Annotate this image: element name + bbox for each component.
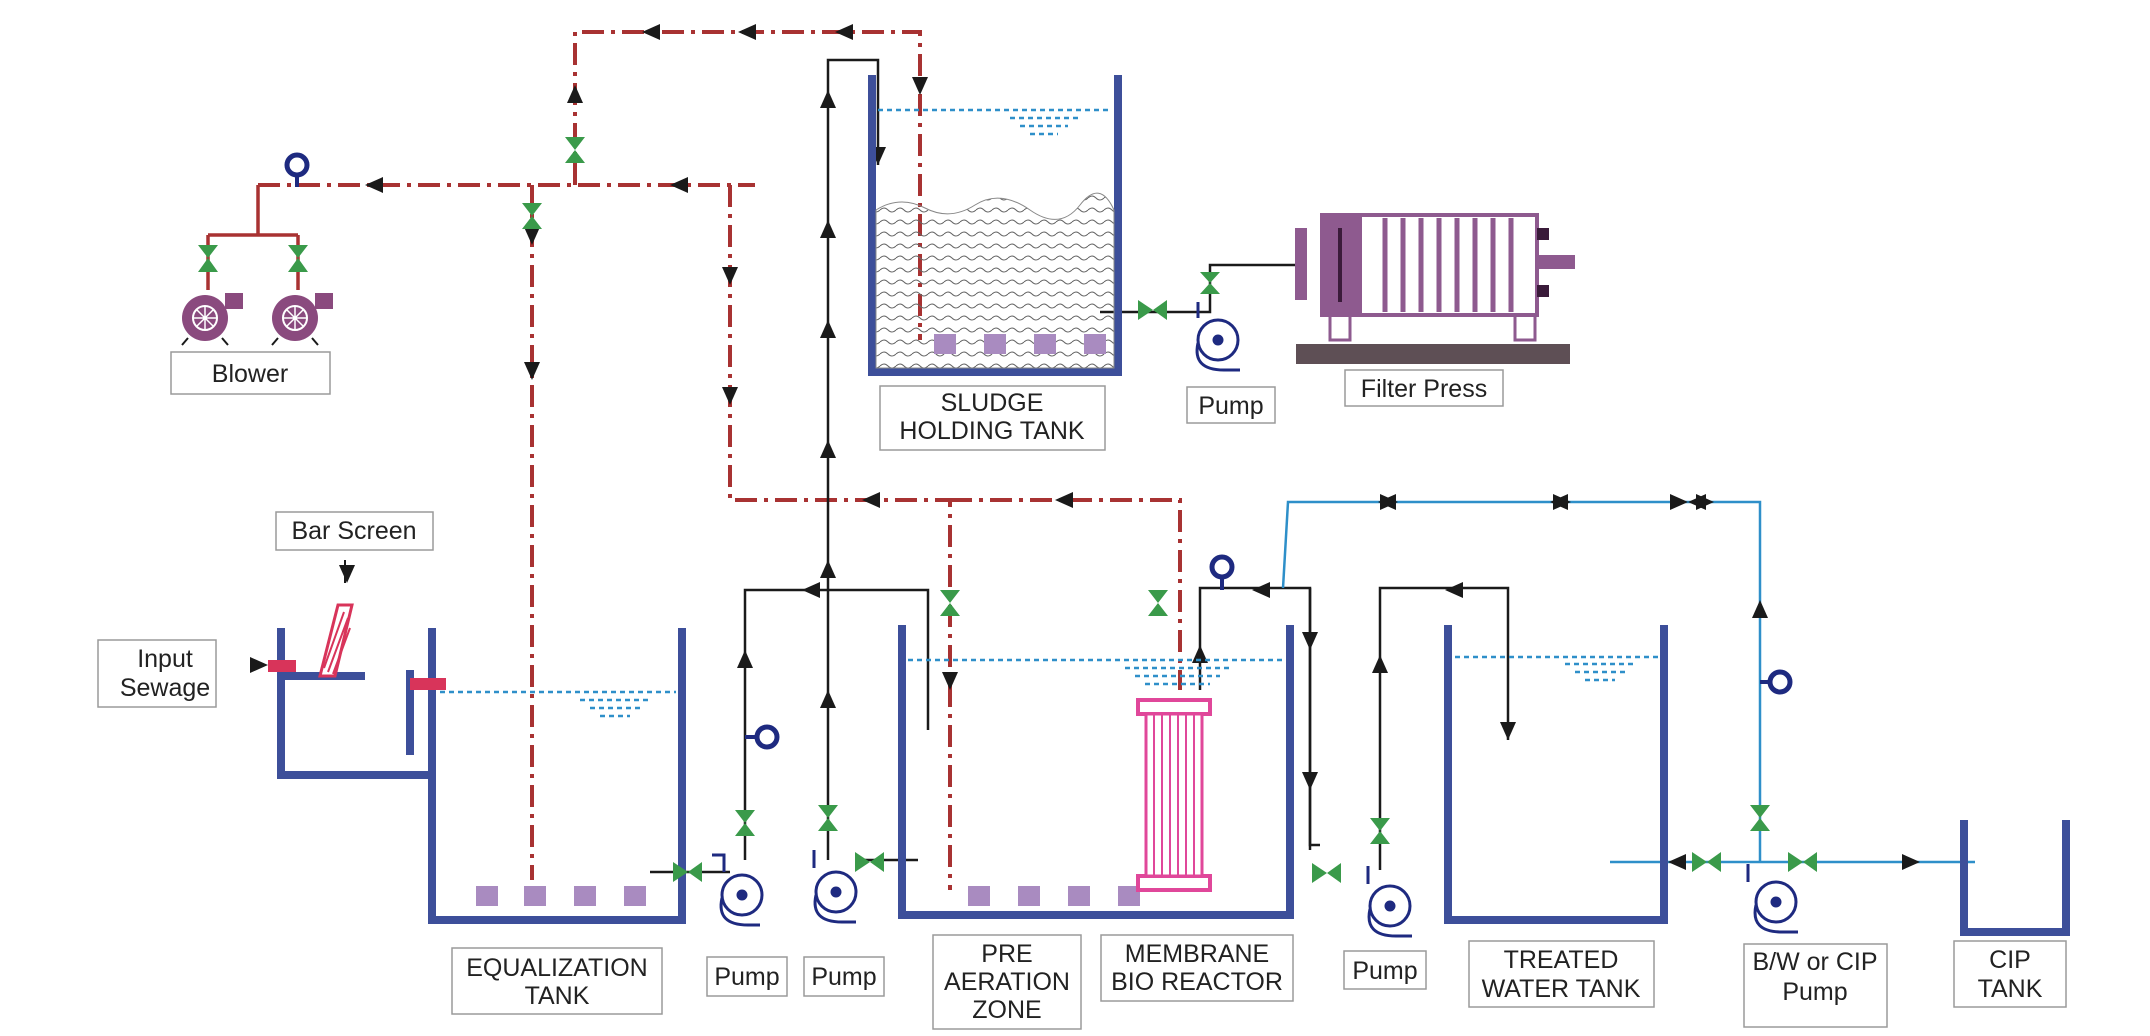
- valves: [198, 137, 1817, 883]
- label-filter-press: Filter Press: [1344, 369, 1504, 407]
- pump-1-label: Pump: [714, 963, 779, 991]
- pressure-gauges: [284, 152, 1793, 750]
- blower-2: [271, 293, 333, 346]
- label-pump-2: Pump: [803, 956, 885, 997]
- blower-branch: [206, 185, 300, 290]
- pump-bwcip: [1746, 864, 1798, 934]
- sludge-layer: [875, 192, 1115, 369]
- pump-mbr-label: Pump: [1352, 957, 1417, 985]
- water-lines: [1281, 500, 1975, 864]
- cip-label-line2: TANK: [1978, 975, 2043, 1003]
- pump-sludge: [1195, 302, 1240, 372]
- pre-aeration-label-line3: ZONE: [972, 996, 1041, 1024]
- label-bwcip-pump: B/W or CIP Pump: [1743, 943, 1888, 1028]
- sludge-label-line1: SLUDGE: [941, 389, 1044, 417]
- gauge-stems: [295, 175, 1770, 739]
- water-levels: [440, 108, 1658, 718]
- bwcip-label-line1: B/W or CIP: [1752, 948, 1877, 976]
- treated-label-line1: TREATED: [1504, 946, 1619, 974]
- pump-eq-2: [812, 850, 858, 924]
- equalization-label-line2: TANK: [525, 982, 590, 1010]
- flow-arrows: [250, 24, 1920, 870]
- label-cip-tank: CIP TANK: [1953, 940, 2067, 1008]
- label-bar-screen: Bar Screen: [275, 511, 434, 551]
- mbr-label-line2: BIO REACTOR: [1111, 968, 1283, 996]
- diffusers: [476, 334, 1140, 906]
- label-treated-water-tank: TREATED WATER TANK: [1468, 940, 1655, 1008]
- pump-eq-1: [712, 853, 764, 927]
- equalization-label-line1: EQUALIZATION: [466, 954, 648, 982]
- label-pump-mbr: Pump: [1343, 950, 1427, 990]
- pump-sludge-label: Pump: [1198, 392, 1263, 420]
- pump-2-label: Pump: [811, 963, 876, 991]
- label-pump-sludge: Pump: [1186, 386, 1276, 424]
- pre-aeration-label-line1: PRE: [981, 940, 1032, 968]
- sludge-label-line2: HOLDING TANK: [899, 417, 1085, 445]
- blower-1: [181, 293, 243, 346]
- cip-label-line1: CIP: [1989, 946, 2031, 974]
- label-equalization-tank: EQUALIZATION TANK: [451, 947, 663, 1015]
- process-pipes: [650, 58, 1510, 874]
- label-pre-aeration: PRE AERATION ZONE: [932, 934, 1082, 1030]
- air-lines: [258, 30, 1182, 890]
- bwcip-label-line2: Pump: [1782, 978, 1847, 1006]
- label-mbr: MEMBRANE BIO REACTOR: [1100, 934, 1294, 1002]
- membrane-module: [1136, 698, 1212, 892]
- bar-screen-label: Bar Screen: [291, 517, 416, 545]
- bar-screen-unit: [268, 560, 446, 690]
- filter-press: [1295, 213, 1575, 364]
- pump-mbr: [1366, 866, 1412, 938]
- input-label-line1: Input: [137, 645, 193, 673]
- tank-walls: [277, 75, 2070, 936]
- pre-aeration-label-line2: AERATION: [944, 968, 1070, 996]
- input-label-line2: Sewage: [120, 674, 210, 702]
- water-arrows: [1380, 494, 1714, 510]
- label-input-sewage: Input Sewage: [97, 639, 217, 708]
- label-sludge-tank: SLUDGE HOLDING TANK: [879, 385, 1106, 451]
- filter-press-label: Filter Press: [1361, 375, 1487, 403]
- mbr-label-line1: MEMBRANE: [1125, 940, 1269, 968]
- label-pump-1: Pump: [706, 956, 788, 997]
- blower-label: Blower: [212, 360, 288, 388]
- treated-label-line2: WATER TANK: [1482, 975, 1641, 1003]
- label-blower: Blower: [170, 351, 331, 395]
